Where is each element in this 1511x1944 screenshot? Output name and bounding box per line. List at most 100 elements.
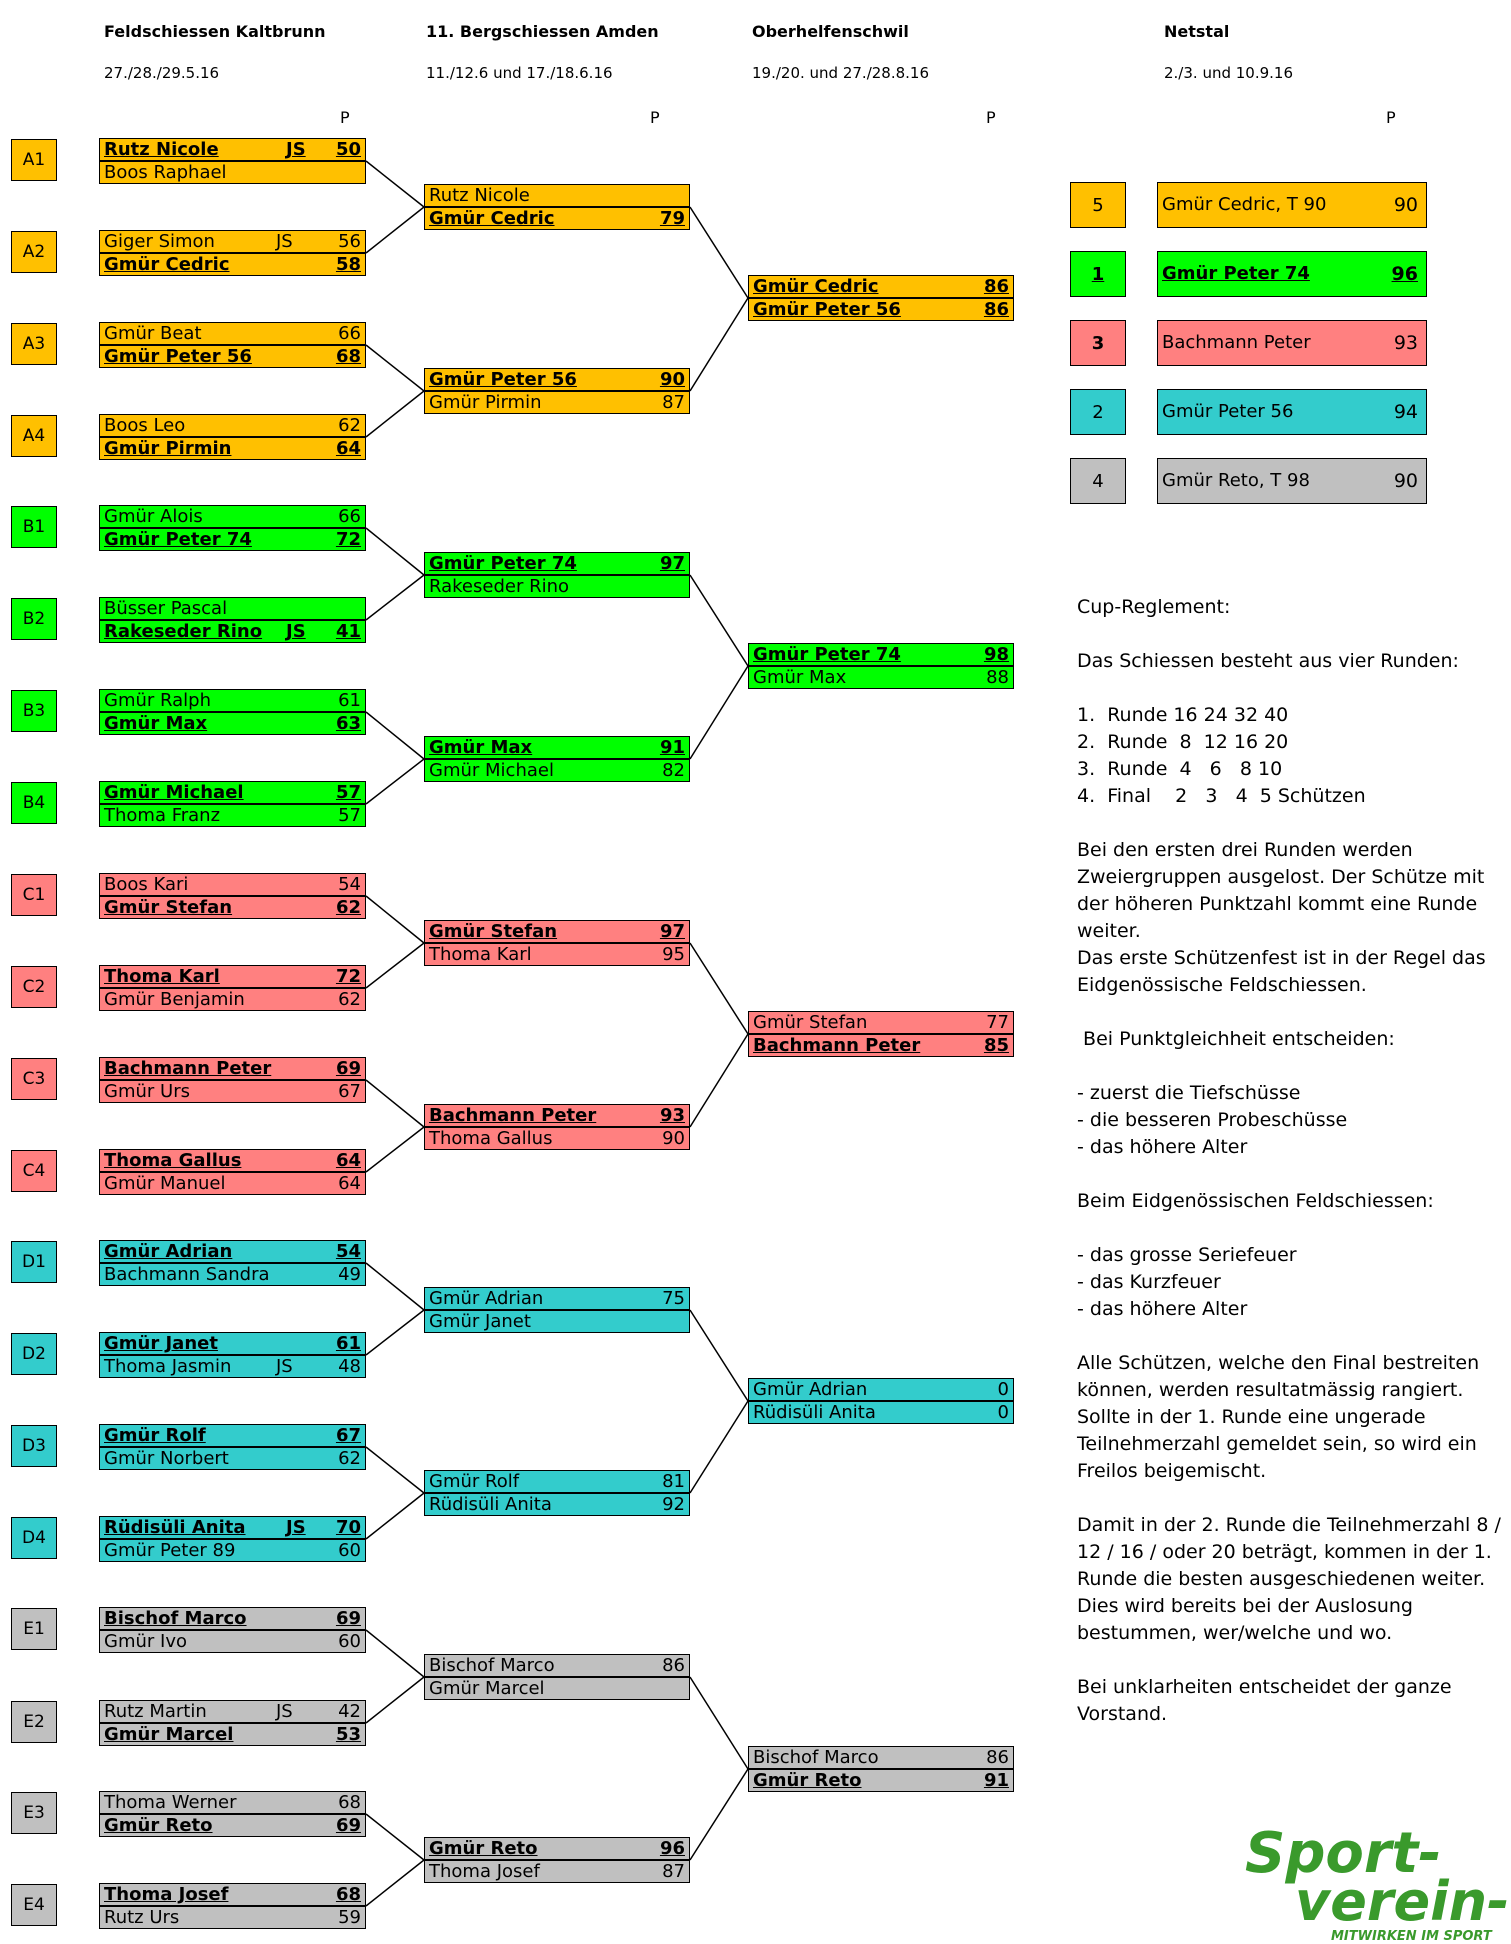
header-title: Feldschiessen Kaltbrunn xyxy=(104,22,326,41)
group-label: C4 xyxy=(11,1150,57,1192)
connector-line xyxy=(365,1629,425,1678)
shooter-points: 69 xyxy=(335,1815,361,1836)
bracket-row: Gmür Adrian 75 xyxy=(424,1287,690,1310)
logo-line3: MITWIRKEN IM SPORT xyxy=(1331,1929,1493,1944)
js-marker: JS xyxy=(276,1356,293,1377)
rules-line: Das Schiessen besteht aus vier Runden: xyxy=(1077,650,1459,672)
final-rank: 5 xyxy=(1070,182,1126,228)
bracket-row: Boos Raphael xyxy=(99,161,366,184)
group-label: E1 xyxy=(11,1608,57,1650)
shooter-points: 54 xyxy=(335,1241,361,1262)
shooter-points: 75 xyxy=(662,1288,685,1309)
bracket-row: Gmür Manuel 64 xyxy=(99,1172,366,1195)
shooter-points: 91 xyxy=(659,737,685,758)
shooter-points: 86 xyxy=(983,299,1009,320)
rules-line: Sollte in der 1. Runde eine ungerade Tei… xyxy=(1077,1406,1483,1482)
shooter-name: Rüdisüli Anita xyxy=(104,1517,246,1538)
shooter-name: Gmür Cedric xyxy=(104,254,230,275)
shooter-name: Gmür Adrian xyxy=(429,1288,544,1309)
shooter-points: 68 xyxy=(335,346,361,367)
rules-line: Beim Eidgenössischen Feldschiessen: xyxy=(1077,1190,1434,1212)
shooter-points: 62 xyxy=(338,415,361,436)
shooter-points: 59 xyxy=(338,1907,361,1928)
connector-line xyxy=(365,206,425,254)
shooter-name: Thoma Karl xyxy=(104,966,220,987)
shooter-name: Gmür Stefan xyxy=(104,897,233,918)
shooter-name: Büsser Pascal xyxy=(104,598,228,619)
connector-line xyxy=(365,1446,425,1494)
shooter-points: 86 xyxy=(983,276,1009,297)
group-label: A2 xyxy=(11,231,57,273)
shooter-points: 66 xyxy=(338,323,361,344)
shooter-name: Gmür Benjamin xyxy=(104,989,245,1010)
connector-line xyxy=(365,390,425,438)
shooter-name: Bischof Marco xyxy=(753,1747,879,1768)
header-date: 2./3. und 10.9.16 xyxy=(1164,64,1294,82)
shooter-points: 53 xyxy=(335,1724,361,1745)
bracket-row: Büsser Pascal xyxy=(99,597,366,620)
shooter-name: Boos Raphael xyxy=(104,162,227,183)
shooter-points: 62 xyxy=(338,1448,361,1469)
points-label: P xyxy=(1386,108,1396,127)
header-title: 11. Bergschiessen Amden xyxy=(426,22,659,41)
shooter-name: Gmür Janet xyxy=(104,1333,218,1354)
connector-line xyxy=(689,206,749,299)
shooter-points: 61 xyxy=(338,690,361,711)
shooter-name: Gmür Manuel xyxy=(104,1173,226,1194)
group-label: C2 xyxy=(11,966,57,1008)
connector-line xyxy=(689,574,749,667)
final-name: Bachmann Peter xyxy=(1162,332,1311,353)
rules-line xyxy=(1077,1215,1511,1242)
rules-line xyxy=(1077,1161,1511,1188)
shooter-points: 86 xyxy=(662,1655,685,1676)
connector-line xyxy=(365,942,425,989)
shooter-name: Rutz Nicole xyxy=(104,139,219,160)
connector-line xyxy=(365,527,425,576)
shooter-points: 64 xyxy=(338,1173,361,1194)
shooter-points: 86 xyxy=(986,1747,1009,1768)
shooter-points: 61 xyxy=(335,1333,361,1354)
connector-line xyxy=(689,297,749,392)
shooter-name: Gmür Reto xyxy=(753,1770,862,1791)
shooter-name: Gmür Peter 89 xyxy=(104,1540,236,1561)
rules-line: Das erste Schützenfest ist in der Regel … xyxy=(1077,947,1492,996)
bracket-row: Bischof Marco 86 xyxy=(748,1746,1014,1769)
group-label: E2 xyxy=(11,1701,57,1743)
final-rank: 1 xyxy=(1070,251,1126,297)
group-label: A1 xyxy=(11,139,57,181)
shooter-points: 68 xyxy=(338,1792,361,1813)
sportverein-logo: Sport- verein-t MITWIRKEN IM SPORT xyxy=(1245,1821,1511,1944)
shooter-name: Rakeseder Rino xyxy=(104,621,263,642)
shooter-points: 0 xyxy=(997,1379,1009,1400)
group-label: B1 xyxy=(11,506,57,548)
shooter-name: Gmür Max xyxy=(753,667,847,688)
rules-line: Bei Punktgleichheit entscheiden: xyxy=(1077,1028,1395,1050)
rules-line: - das Kurzfeuer xyxy=(1077,1271,1221,1293)
final-points: 96 xyxy=(1391,263,1418,285)
js-marker: JS xyxy=(276,1701,293,1722)
rules-line: - zuerst die Tiefschüsse xyxy=(1077,1082,1301,1104)
shooter-name: Thoma Karl xyxy=(429,944,532,965)
